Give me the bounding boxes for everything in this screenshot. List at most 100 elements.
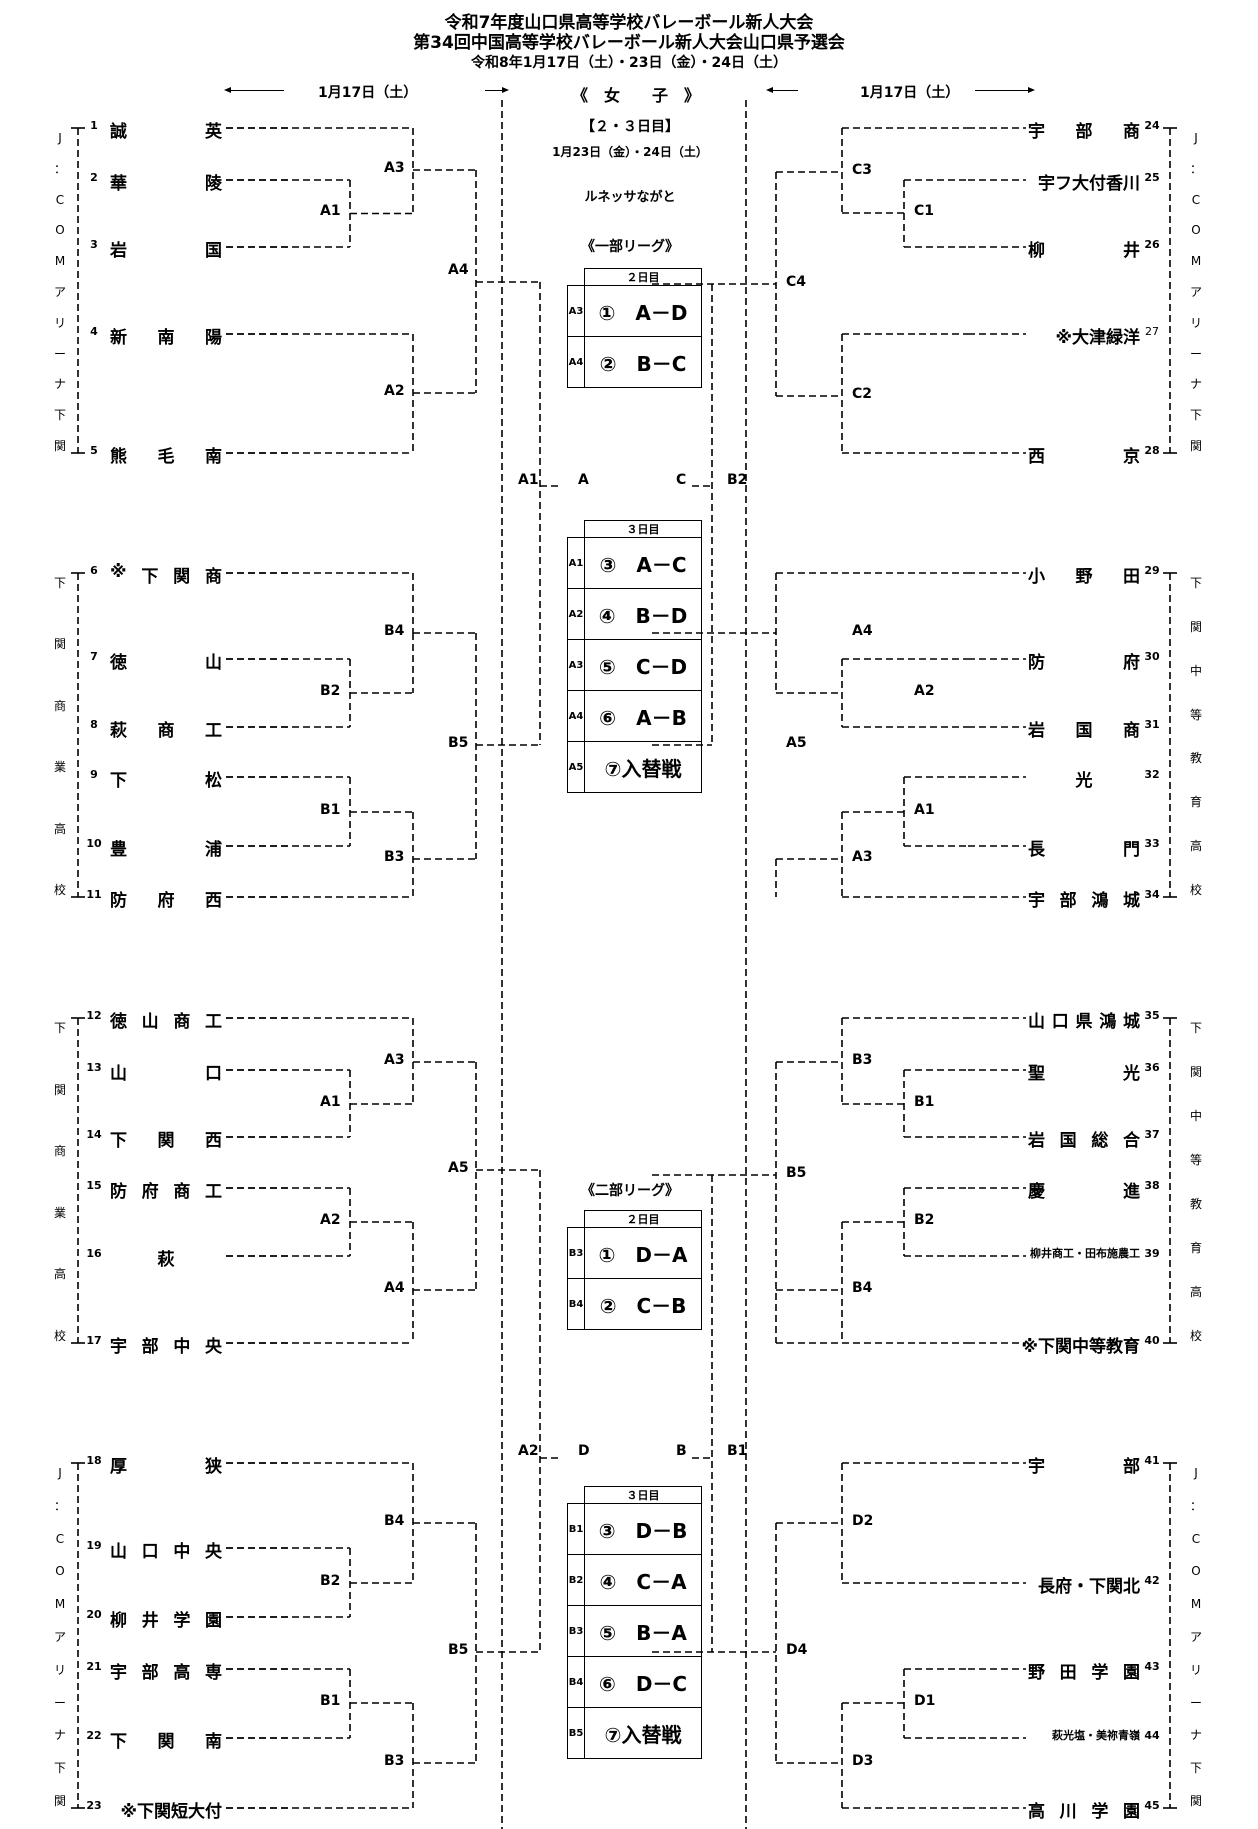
division-label: 《 女 子 》: [572, 86, 701, 105]
team-name: 柳井: [1028, 241, 1140, 261]
team-name: 防府西: [110, 891, 222, 911]
round-label: C3: [852, 162, 873, 178]
venue-label: 下関中等教育高校: [1189, 576, 1202, 897]
round-label: B1: [320, 1693, 341, 1709]
team-name: 宇フ大付香川: [1038, 174, 1140, 194]
match-label: ① A－D: [584, 285, 702, 337]
tournament-dates: 令和8年1月17日（土）・23日（金）・24日（土）: [471, 55, 787, 71]
team-seed: 1: [90, 119, 98, 132]
team-seed: 38: [1144, 1179, 1160, 1192]
team-name: 豊浦: [110, 840, 222, 860]
team-name: 西京: [1028, 447, 1140, 467]
venue-label: 下関商業高校: [53, 1021, 66, 1343]
team-name: 柳井学園: [110, 1611, 222, 1631]
team-name: ※大津緑洋: [1055, 328, 1140, 348]
team-name: ※下関商: [110, 562, 222, 587]
left-arrow-icon: [766, 87, 798, 93]
team-seed: 20: [86, 1608, 102, 1621]
match-label: ⑤ C－D: [584, 639, 702, 691]
league2-title: 《二部リーグ》: [581, 1183, 679, 1199]
team-seed: 33: [1144, 837, 1160, 850]
team-seed: 24: [1144, 119, 1160, 132]
match-label: ⑦入替戦: [584, 741, 702, 793]
team-seed: 3: [90, 238, 98, 251]
team-name: 誠英: [110, 122, 222, 142]
round-label: B5: [448, 1642, 469, 1658]
team-seed: 28: [1144, 444, 1160, 457]
team-seed: 10: [86, 837, 102, 850]
round-label: A3: [384, 160, 405, 176]
league1-left-slot: A: [578, 472, 589, 488]
team-seed: 6: [90, 564, 98, 577]
team-name: 柳井商工・田布施農工: [1030, 1247, 1140, 1260]
round-label: B1: [914, 1094, 935, 1110]
round-label: A3: [384, 1052, 405, 1068]
league1-right-code: B2: [727, 472, 748, 488]
right-date-label: 1月17日（土）: [860, 85, 960, 101]
round-label: A1: [914, 802, 935, 818]
team-name: 防府商工: [110, 1182, 222, 1202]
team-seed: 27: [1145, 325, 1159, 338]
team-seed: 21: [86, 1660, 102, 1673]
team-seed: 45: [1144, 1799, 1160, 1812]
team-name: 下関南: [110, 1732, 222, 1752]
round-label: B3: [384, 849, 405, 865]
team-name: 萩: [157, 1250, 175, 1270]
team-name: 宇部高専: [110, 1663, 222, 1683]
team-seed: 43: [1144, 1660, 1160, 1673]
team-seed: 30: [1144, 650, 1160, 663]
match-label: ③ A－C: [584, 537, 702, 589]
team-seed: 40: [1144, 1334, 1160, 1347]
match-label: ⑥ D－C: [584, 1656, 702, 1708]
team-seed: 19: [86, 1539, 102, 1552]
round-label: B2: [320, 683, 341, 699]
team-seed: 41: [1144, 1454, 1160, 1467]
round-label: B2: [914, 1212, 935, 1228]
round-label: A5: [786, 735, 807, 751]
team-seed: 42: [1144, 1574, 1160, 1587]
league1-right-slot: C: [676, 472, 687, 488]
team-name: 宇部鴻城: [1028, 891, 1140, 911]
team-name: 宇部商: [1028, 122, 1140, 142]
team-seed: 12: [86, 1009, 102, 1022]
team-seed: 25: [1144, 171, 1160, 184]
match-label: ⑦入替戦: [584, 1707, 702, 1759]
team-name: 岩国: [110, 241, 222, 261]
league1-day2-header: ２日目: [584, 268, 702, 286]
match-label: ④ B－D: [584, 588, 702, 640]
team-name: 長府・下関北: [1038, 1577, 1140, 1597]
team-name: ※下関中等教育: [1021, 1337, 1140, 1357]
team-name: 宇部中央: [110, 1337, 222, 1357]
team-seed: 13: [86, 1061, 102, 1074]
round-label: A1: [320, 203, 341, 219]
center-dates: 1月23日（金）・24日（土）: [552, 145, 708, 159]
round-label: B3: [384, 1753, 405, 1769]
round-label: A1: [320, 1094, 341, 1110]
league1-title: 《一部リーグ》: [581, 239, 679, 255]
match-label: ④ C－A: [584, 1554, 702, 1606]
team-seed: 31: [1144, 718, 1160, 731]
round-label: D1: [914, 1693, 936, 1709]
team-name: 下松: [110, 771, 222, 791]
round-label: C2: [852, 386, 873, 402]
center-days: 【２・３日目】: [581, 119, 679, 135]
team-seed: 37: [1144, 1128, 1160, 1141]
team-name: 岩国総合: [1028, 1131, 1140, 1151]
team-seed: 16: [86, 1247, 102, 1260]
team-seed: 9: [90, 768, 98, 781]
team-name: 下関西: [110, 1131, 222, 1151]
team-name: 山口県鴻城: [1028, 1012, 1140, 1032]
